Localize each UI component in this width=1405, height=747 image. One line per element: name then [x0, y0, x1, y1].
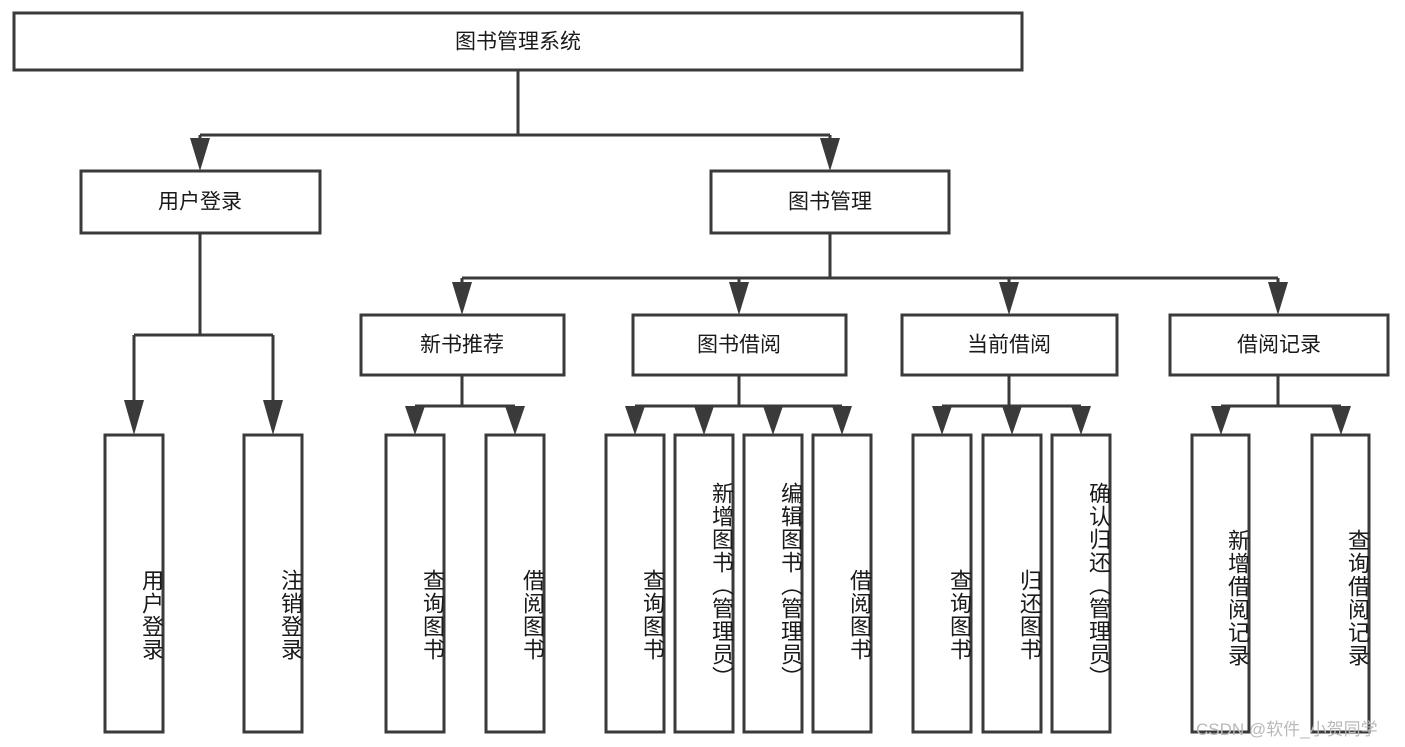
node-label-root: 图书管理系统 [455, 31, 581, 54]
node-box-leaf-borrow-book[interactable] [811, 433, 873, 734]
node-borrow-record[interactable]: 借阅记录 [1168, 313, 1390, 377]
node-label-book-manage: 图书管理 [788, 191, 872, 214]
arrow-head-icon [452, 282, 472, 315]
node-box-user-login[interactable] [79, 169, 322, 235]
arrow-head-icon [124, 400, 144, 435]
node-box-leaf-query-book-rec[interactable] [384, 433, 446, 734]
arrow-head-icon [729, 282, 749, 315]
node-user-login[interactable]: 用户登录 [79, 169, 322, 235]
connector-bookmanage-to-level3 [452, 233, 1288, 315]
arrow-head-icon [1331, 406, 1351, 435]
arrow-head-icon [263, 400, 283, 435]
arrow-head-icon [1211, 406, 1231, 435]
node-box-book-manage[interactable] [709, 169, 951, 235]
node-box-new-book-recommend[interactable] [359, 313, 566, 377]
arrow-head-icon [1071, 406, 1091, 435]
node-label-current-borrow: 当前借阅 [967, 334, 1051, 357]
node-box-leaf-add-record[interactable] [1190, 433, 1251, 734]
node-box-book-borrow[interactable] [631, 313, 848, 377]
node-box-leaf-add-book[interactable] [673, 433, 735, 734]
node-label-book-borrow: 图书借阅 [697, 334, 781, 357]
connector-currentborrow-to-leaves [932, 375, 1091, 435]
arrow-head-icon [820, 138, 840, 171]
arrow-head-icon [1002, 406, 1022, 435]
node-box-borrow-record[interactable] [1168, 313, 1390, 377]
node-box-leaf-query-record[interactable] [1310, 433, 1371, 734]
arrow-head-icon [405, 406, 425, 435]
node-label-new-book-recommend: 新书推荐 [420, 334, 504, 357]
node-box-leaf-borrow-book-rec[interactable] [484, 433, 546, 734]
node-box-leaf-edit-book[interactable] [742, 433, 804, 734]
node-box-leaf-return-book[interactable] [981, 433, 1043, 734]
arrow-head-icon [694, 406, 714, 435]
node-box-leaf-confirm-return[interactable] [1050, 433, 1112, 734]
node-box-root[interactable] [12, 11, 1024, 72]
node-label-borrow-record: 借阅记录 [1237, 334, 1321, 357]
node-box-leaf-query-book-current[interactable] [911, 433, 973, 734]
node-box-current-borrow[interactable] [900, 313, 1119, 377]
node-new-book-recommend[interactable]: 新书推荐 [359, 313, 566, 377]
connector-userlogin-to-leaves [124, 233, 283, 435]
arrow-head-icon [625, 406, 645, 435]
csdn-watermark: CSDN @软件_小贺同学 [1196, 720, 1378, 739]
node-box-leaf-user-login[interactable] [103, 433, 165, 734]
node-current-borrow[interactable]: 当前借阅 [900, 313, 1119, 377]
node-root[interactable]: 图书管理系统 [12, 11, 1024, 72]
arrow-head-icon [763, 406, 783, 435]
connector-root-to-level2 [190, 70, 840, 171]
connector-bookborrow-to-leaves [625, 375, 852, 435]
arrow-head-icon [999, 282, 1019, 315]
arrow-head-icon [505, 406, 525, 435]
connector-newbook-to-leaves [405, 375, 525, 435]
node-book-manage[interactable]: 图书管理 [709, 169, 951, 235]
arrow-head-icon [190, 138, 210, 171]
node-box-leaf-logout[interactable] [242, 433, 304, 734]
node-box-leaf-query-book-borrow[interactable] [604, 433, 666, 734]
connector-borrowrecord-to-leaves [1211, 375, 1351, 435]
arrow-head-icon [1268, 282, 1288, 315]
node-label-user-login: 用户登录 [158, 191, 242, 214]
arrow-head-icon [932, 406, 952, 435]
leaf-boxes [103, 433, 1371, 734]
arrow-head-icon [832, 406, 852, 435]
node-book-borrow[interactable]: 图书借阅 [631, 313, 848, 377]
